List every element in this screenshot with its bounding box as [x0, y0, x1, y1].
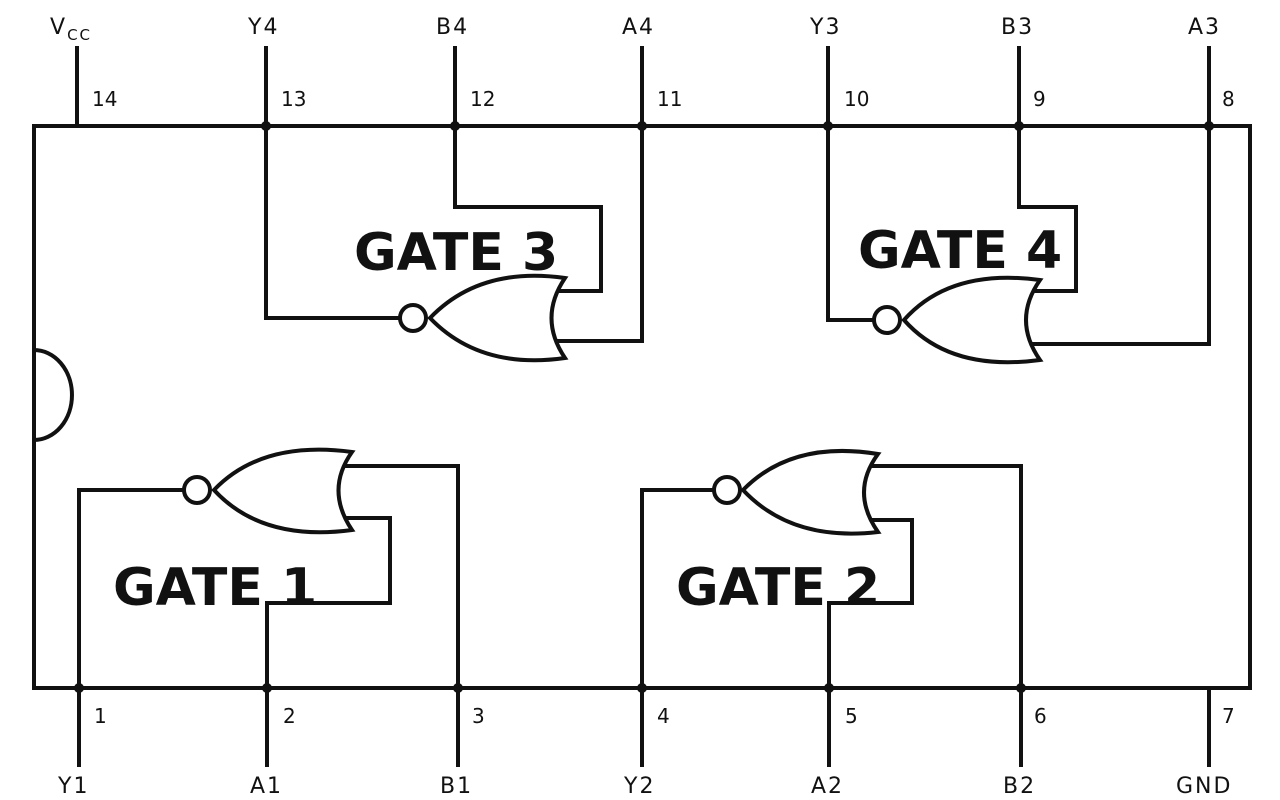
- gate-1-label: GATE 1: [113, 558, 317, 618]
- gate-4-label: GATE 4: [858, 221, 1062, 281]
- gate-1-wiring: [77, 464, 460, 690]
- pin-label-vcc: VCC: [50, 15, 92, 44]
- gate-1-output-wire: [77, 488, 184, 690]
- pin-number-12: 12: [470, 87, 495, 111]
- pin-label-a4: A4: [622, 15, 655, 40]
- gate-4-output-wire: [826, 124, 873, 322]
- gate-2-output-wire: [640, 488, 713, 690]
- pin-label-b4: B4: [436, 15, 469, 40]
- gate-3-input-b-wire: [453, 124, 603, 293]
- bottom-pin-lines: [77, 686, 1211, 767]
- pin-label-y4: Y4: [247, 15, 279, 40]
- pin-label-y2: Y2: [623, 774, 655, 799]
- pin-number-4: 4: [657, 704, 670, 728]
- pin-label-a3: A3: [1188, 15, 1221, 40]
- pin-label-vcc-subscript: CC: [67, 26, 92, 44]
- gate-3-symbol: [398, 273, 569, 363]
- pin-number-7: 7: [1222, 704, 1235, 728]
- gate-2-symbol: [712, 448, 882, 536]
- inverter-bubble: [398, 303, 428, 333]
- nor-gate-shape: [740, 448, 882, 536]
- inverter-bubble: [182, 475, 212, 505]
- pin-number-11: 11: [657, 87, 682, 111]
- gate-3-label: GATE 3: [354, 223, 558, 283]
- pin-number-9: 9: [1033, 87, 1046, 111]
- pin-number-3: 3: [472, 704, 485, 728]
- pin-label-b3: B3: [1001, 15, 1034, 40]
- pin-label-a1: A1: [250, 774, 283, 799]
- pin-number-13: 13: [281, 87, 306, 111]
- gate-4-input-a-wire: [1030, 124, 1211, 346]
- nor-gate-shape: [211, 447, 356, 535]
- gate-2-label: GATE 2: [676, 558, 880, 618]
- pin-number-14: 14: [92, 87, 117, 111]
- nor-gate-shape: [901, 275, 1044, 365]
- top-pin-lines: [75, 46, 1211, 128]
- pin-label-y1: Y1: [57, 774, 89, 799]
- gate-1-input-a-wire: [265, 516, 392, 690]
- gate-4-symbol: [872, 275, 1044, 365]
- pin-label-b1: B1: [440, 774, 473, 799]
- gate-1-symbol: [182, 447, 356, 535]
- gate-4-input-b-wire: [1017, 124, 1078, 293]
- gate-2-wiring: [640, 464, 1023, 690]
- pin-number-5: 5: [845, 704, 858, 728]
- pin-label-gnd: GND: [1176, 774, 1232, 799]
- gate-2-input-a-wire: [827, 518, 914, 690]
- pin-label-vcc-main: V: [50, 15, 67, 40]
- pin-number-6: 6: [1034, 704, 1047, 728]
- pin-number-8: 8: [1222, 87, 1235, 111]
- pin-number-2: 2: [283, 704, 296, 728]
- pin-label-a2: A2: [811, 774, 844, 799]
- pin-number-1: 1: [94, 704, 107, 728]
- gate-3-output-wire: [264, 124, 400, 320]
- gate-3-wiring: [264, 124, 644, 343]
- nor-gate-shape: [427, 273, 569, 363]
- inverter-bubble: [712, 475, 742, 505]
- pin-label-y3: Y3: [809, 15, 841, 40]
- inverter-bubble: [872, 305, 902, 335]
- pin-number-10: 10: [844, 87, 869, 111]
- gate-3-input-a-wire: [554, 124, 644, 343]
- pin-label-b2: B2: [1003, 774, 1036, 799]
- chip-notch: [31, 347, 74, 443]
- gate-2-input-b-wire: [868, 464, 1023, 690]
- gate-4-wiring: [826, 124, 1211, 346]
- gate-1-input-b-wire: [342, 464, 460, 690]
